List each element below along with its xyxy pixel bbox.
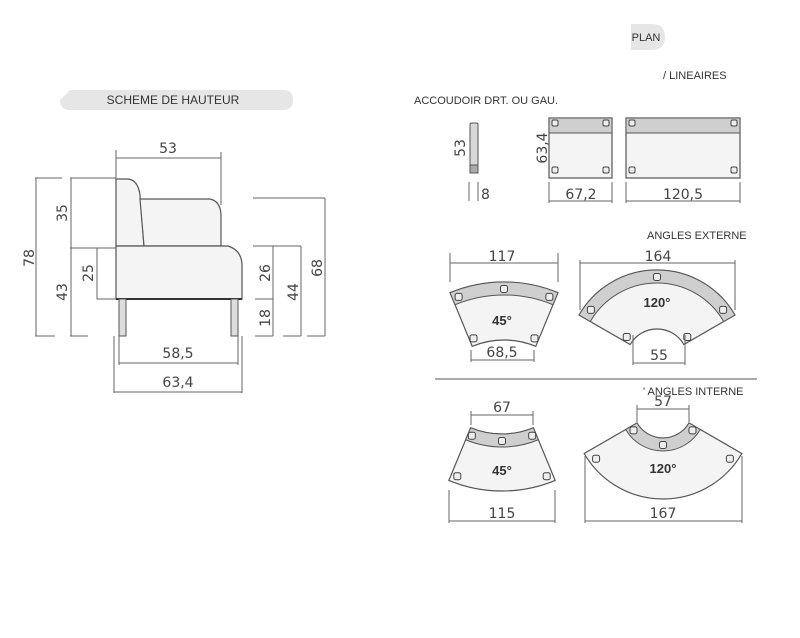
connector-icon [629,426,638,435]
dim-line [470,411,534,425]
height-scheme-banner [60,90,293,110]
plan-title: PLAN [632,32,661,44]
dim-single-width: 67,2 [565,187,596,203]
dim-ext45-outer: 117 [489,249,516,265]
single-seat-plan [548,117,613,203]
dim-total-width: 63,4 [162,375,193,391]
dim-seat-cushion: 25 [81,264,97,282]
double-seat-plan [625,117,741,203]
dim-armrest-length: 53 [453,139,469,157]
dim-arm-height: 44 [286,283,302,301]
height-dimension-lines [35,150,326,393]
connector-icon [454,292,463,301]
angle-sectors [448,269,743,500]
connector-icon [688,426,697,435]
dim-line [584,456,743,523]
connector-icon [592,454,601,463]
dim-line [470,350,535,362]
dim-line [579,260,736,310]
connector-icon [683,333,692,342]
armrest-label: ACCOUDOIR DRT. OU GAU. [414,95,558,107]
dim-line [636,405,690,422]
connector-icon [653,273,661,281]
dim-ext120-outer: 164 [645,249,672,265]
connector-icon [622,333,631,342]
dim-line [632,335,686,365]
connector-icon [453,472,462,481]
dim-inner-width: 58,5 [162,346,193,362]
dim-back-height: 35 [55,204,71,222]
dim-int120-inner: 57 [654,394,672,410]
angles-externe-label: ANGLES EXTERNE [647,230,747,242]
ext120-angle: 120° [644,295,671,310]
int-120-backrest [625,422,701,452]
dim-armrest-width: 8 [481,187,490,203]
connector-icon [719,305,728,314]
lineaires-label: / LINEAIRES [663,70,727,82]
armrest-plan [468,122,479,201]
connector-icon [469,334,478,343]
dim-arm-total: 68 [310,259,326,277]
height-scheme-title: SCHEME DE HAUTEUR [107,93,240,107]
angles-interne-label: ' ANGLES INTERNE [643,386,744,398]
dim-seat-depth: 63,4 [535,132,551,163]
connector-icon [725,454,734,463]
ext45-angle: 45° [492,313,512,328]
dim-ext120-inner: 55 [650,348,668,364]
connector-icon [467,431,476,440]
connector-icon [659,441,667,449]
connector-icon [542,472,551,481]
dim-depth-53: 53 [159,141,177,157]
dim-arm-cushion: 26 [258,264,274,282]
dim-line [449,253,559,282]
dim-int45-inner: 67 [493,400,511,416]
int120-angle: 120° [650,461,677,476]
dim-line [448,490,556,523]
dim-int45-outer: 115 [489,506,516,522]
ext-45-backrest [449,281,559,306]
dim-leg-height: 18 [258,309,274,327]
connector-icon [500,285,508,293]
ext-120-backrest [578,269,736,323]
dim-total-height: 78 [22,249,38,267]
connector-icon [545,292,554,301]
connector-icon [586,305,595,314]
plan-badge [631,24,665,50]
dim-ext45-inner: 68,5 [486,345,517,361]
connector-icon [528,431,537,440]
connector-icon [498,437,506,445]
sofa-side-view [115,178,243,337]
dim-int120-outer: 167 [650,506,677,522]
connector-icon [530,334,539,343]
int45-angle: 45° [492,463,512,478]
dim-seat-height: 43 [55,283,71,301]
dim-double-width: 120,5 [663,187,703,203]
